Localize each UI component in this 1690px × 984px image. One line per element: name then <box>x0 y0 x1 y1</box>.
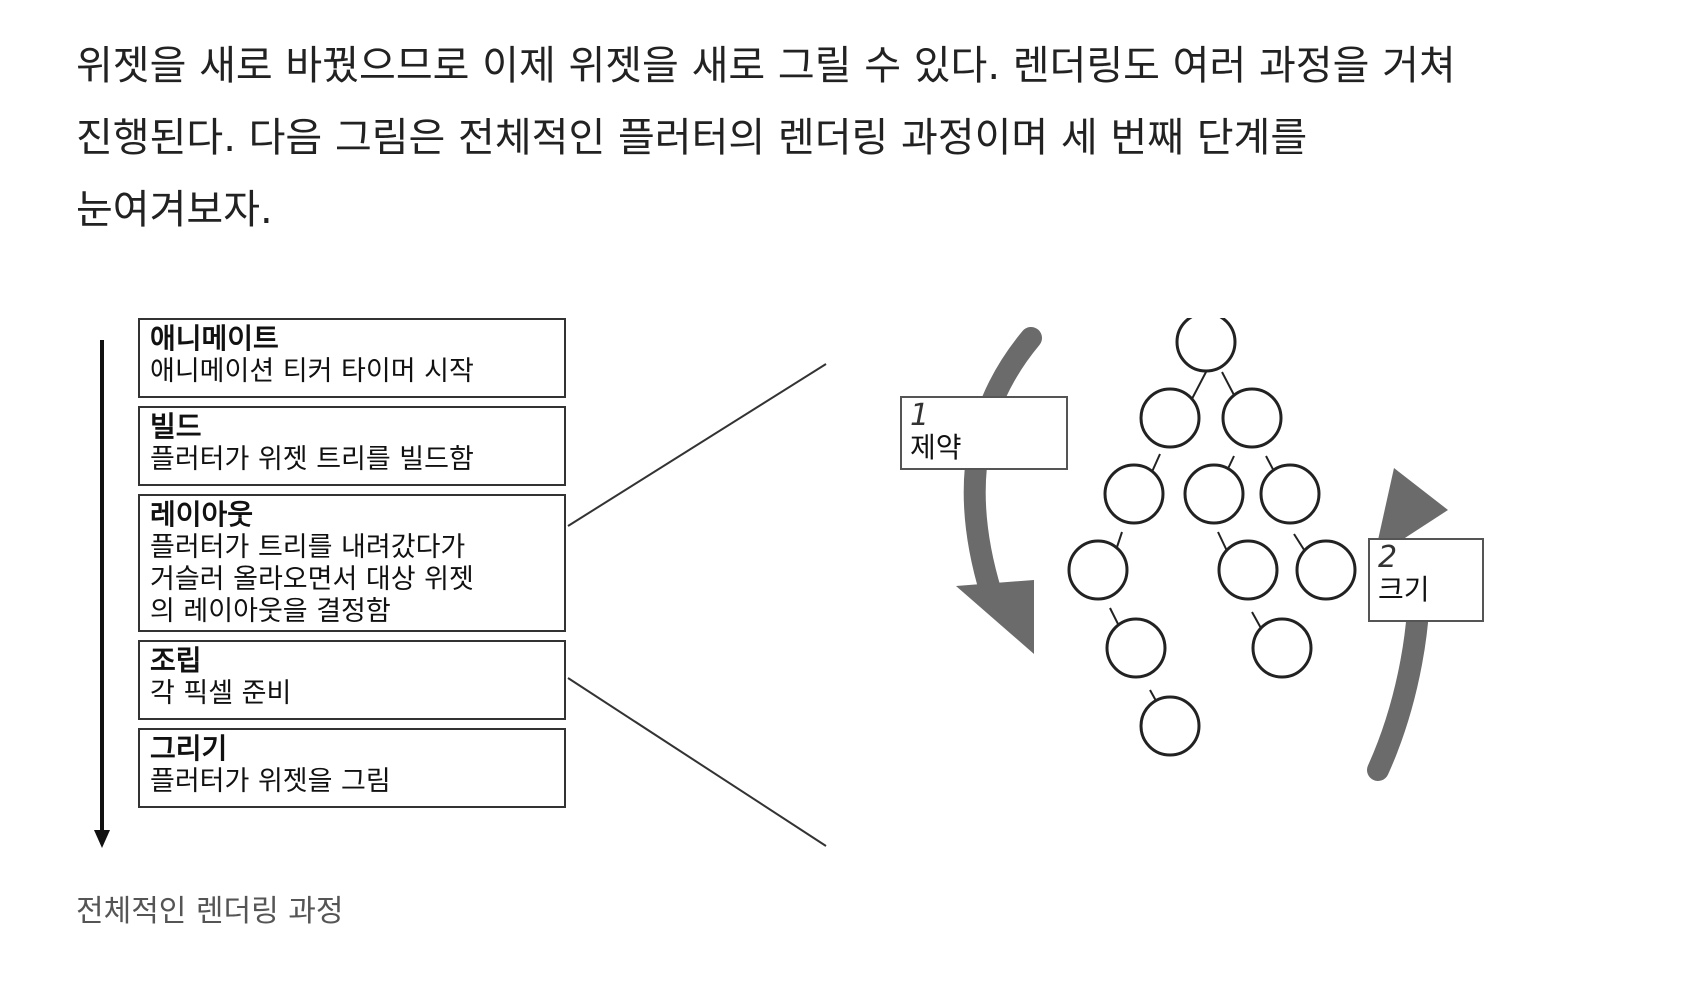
tree-node <box>1105 617 1167 679</box>
tree-node <box>1259 463 1321 525</box>
phase-label: 크기 <box>1378 573 1430 606</box>
constraint-arrow-head <box>956 580 1034 654</box>
paragraph-line: 위젯을 새로 바꿨으므로 이제 위젯을 새로 그릴 수 있다. 렌더링도 여러 … <box>76 43 1456 89</box>
tree-node <box>1067 539 1129 601</box>
stage-layout: 레이아웃 플러터가 트리를 내려갔다가 거슬러 올라오면서 대상 위젯 의 레이… <box>138 494 566 632</box>
stage-description: 애니메이션 티커 타이머 시작 <box>150 356 474 387</box>
stage-title: 그리기 <box>150 732 228 765</box>
stage-description: 플러터가 위젯을 그림 <box>150 766 391 797</box>
tree-node <box>1103 463 1165 525</box>
rendering-process-figure: 애니메이트 애니메이션 티커 타이머 시작 빌드 플러터가 위젯 트리를 빌드함… <box>76 318 1656 888</box>
connector-line-top <box>567 363 827 527</box>
stage-title: 레이아웃 <box>150 498 254 531</box>
phase-label: 제약 <box>910 431 962 464</box>
figure-caption: 전체적인 렌더링 과정 <box>76 894 344 929</box>
tree-node <box>1183 463 1245 525</box>
phase-size-label: 2 크기 <box>1368 538 1484 622</box>
connector-line-bottom <box>567 677 827 847</box>
body-paragraph: 위젯을 새로 바꿨으므로 이제 위젯을 새로 그릴 수 있다. 렌더링도 여러 … <box>76 30 1636 246</box>
tree-node <box>1139 387 1201 449</box>
stage-title: 조립 <box>150 644 202 677</box>
tree-node <box>1295 539 1357 601</box>
timeline-arrow-head <box>94 830 110 848</box>
tree-node <box>1139 695 1201 757</box>
stage-composite: 조립 각 픽셀 준비 <box>138 640 566 720</box>
stage-animate: 애니메이트 애니메이션 티커 타이머 시작 <box>138 318 566 398</box>
tree-node <box>1251 617 1313 679</box>
stage-title: 애니메이트 <box>150 322 279 355</box>
stage-description: 플러터가 위젯 트리를 빌드함 <box>150 444 474 475</box>
stage-title: 빌드 <box>150 410 202 443</box>
phase-number: 2 <box>1378 540 1398 575</box>
tree-nodes <box>1067 318 1357 757</box>
stage-build: 빌드 플러터가 위젯 트리를 빌드함 <box>138 406 566 486</box>
tree-node <box>1217 539 1279 601</box>
tree-node <box>1221 387 1283 449</box>
stage-description: 각 픽셀 준비 <box>150 678 292 709</box>
stage-description: 플러터가 트리를 내려갔다가 거슬러 올라오면서 대상 위젯 의 레이아웃을 결… <box>150 532 474 627</box>
phase-number: 1 <box>910 398 930 433</box>
size-arrow-head <box>1374 468 1448 558</box>
stage-paint: 그리기 플러터가 위젯을 그림 <box>138 728 566 808</box>
tree-node <box>1175 318 1237 373</box>
paragraph-line: 눈여겨보자. <box>76 187 273 233</box>
paragraph-line: 진행된다. 다음 그림은 전체적인 플러터의 렌더링 과정이며 세 번째 단계를 <box>76 115 1308 161</box>
phase-constraints-label: 1 제약 <box>900 396 1068 470</box>
